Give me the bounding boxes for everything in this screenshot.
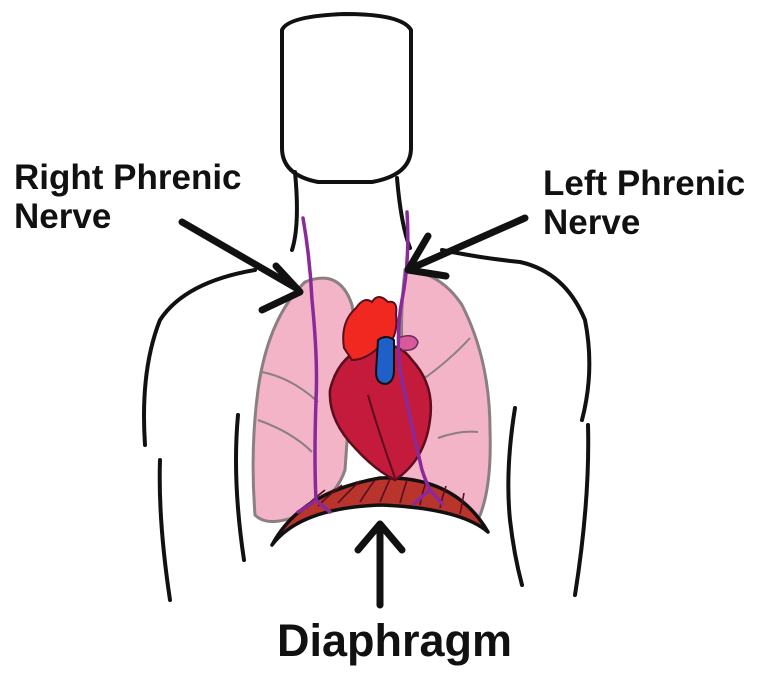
left-phrenic-nerve-label: Left Phrenic Nerve [543, 164, 745, 242]
right-shoulder-outline [440, 248, 592, 422]
left-phrenic-label-line-2: Nerve [543, 203, 641, 243]
diaphragm-striations [299, 478, 465, 515]
vena-cava [374, 336, 395, 386]
left-lung-fissure [421, 337, 471, 381]
heart [328, 342, 433, 482]
right-lung-fissure-lower [257, 419, 313, 453]
diaphragm-label: Diaphragm [277, 615, 513, 666]
left-torso-outline [234, 413, 246, 562]
left-phrenic-arrow [404, 214, 529, 280]
diaphragm-label-text: Diaphragm [277, 615, 513, 666]
pulmonary-vessel [397, 335, 419, 352]
right-phrenic-label-line-1: Right Phrenic [14, 158, 242, 197]
right-torso-outline [506, 406, 524, 587]
left-phrenic-nerve-path [396, 210, 444, 506]
right-phrenic-label-line-2: Nerve [14, 197, 112, 237]
right-phrenic-nerve-label: Right Phrenic Nerve [14, 158, 242, 236]
left-arm-outline [157, 458, 172, 602]
left-phrenic-label-line-1: Left Phrenic [543, 164, 746, 203]
diaphragm-arrow [354, 520, 406, 609]
right-lung-fissure [261, 371, 319, 403]
heart-chamber-line [367, 394, 396, 479]
left-shoulder-outline [142, 268, 257, 447]
right-phrenic-arrow [178, 218, 304, 314]
right-phrenic-nerve-path [296, 216, 332, 514]
left-lung-fissure-lower [437, 430, 479, 439]
head-outline [280, 12, 413, 184]
neck-left-outline [290, 170, 299, 252]
right-arm-outline [573, 423, 591, 597]
